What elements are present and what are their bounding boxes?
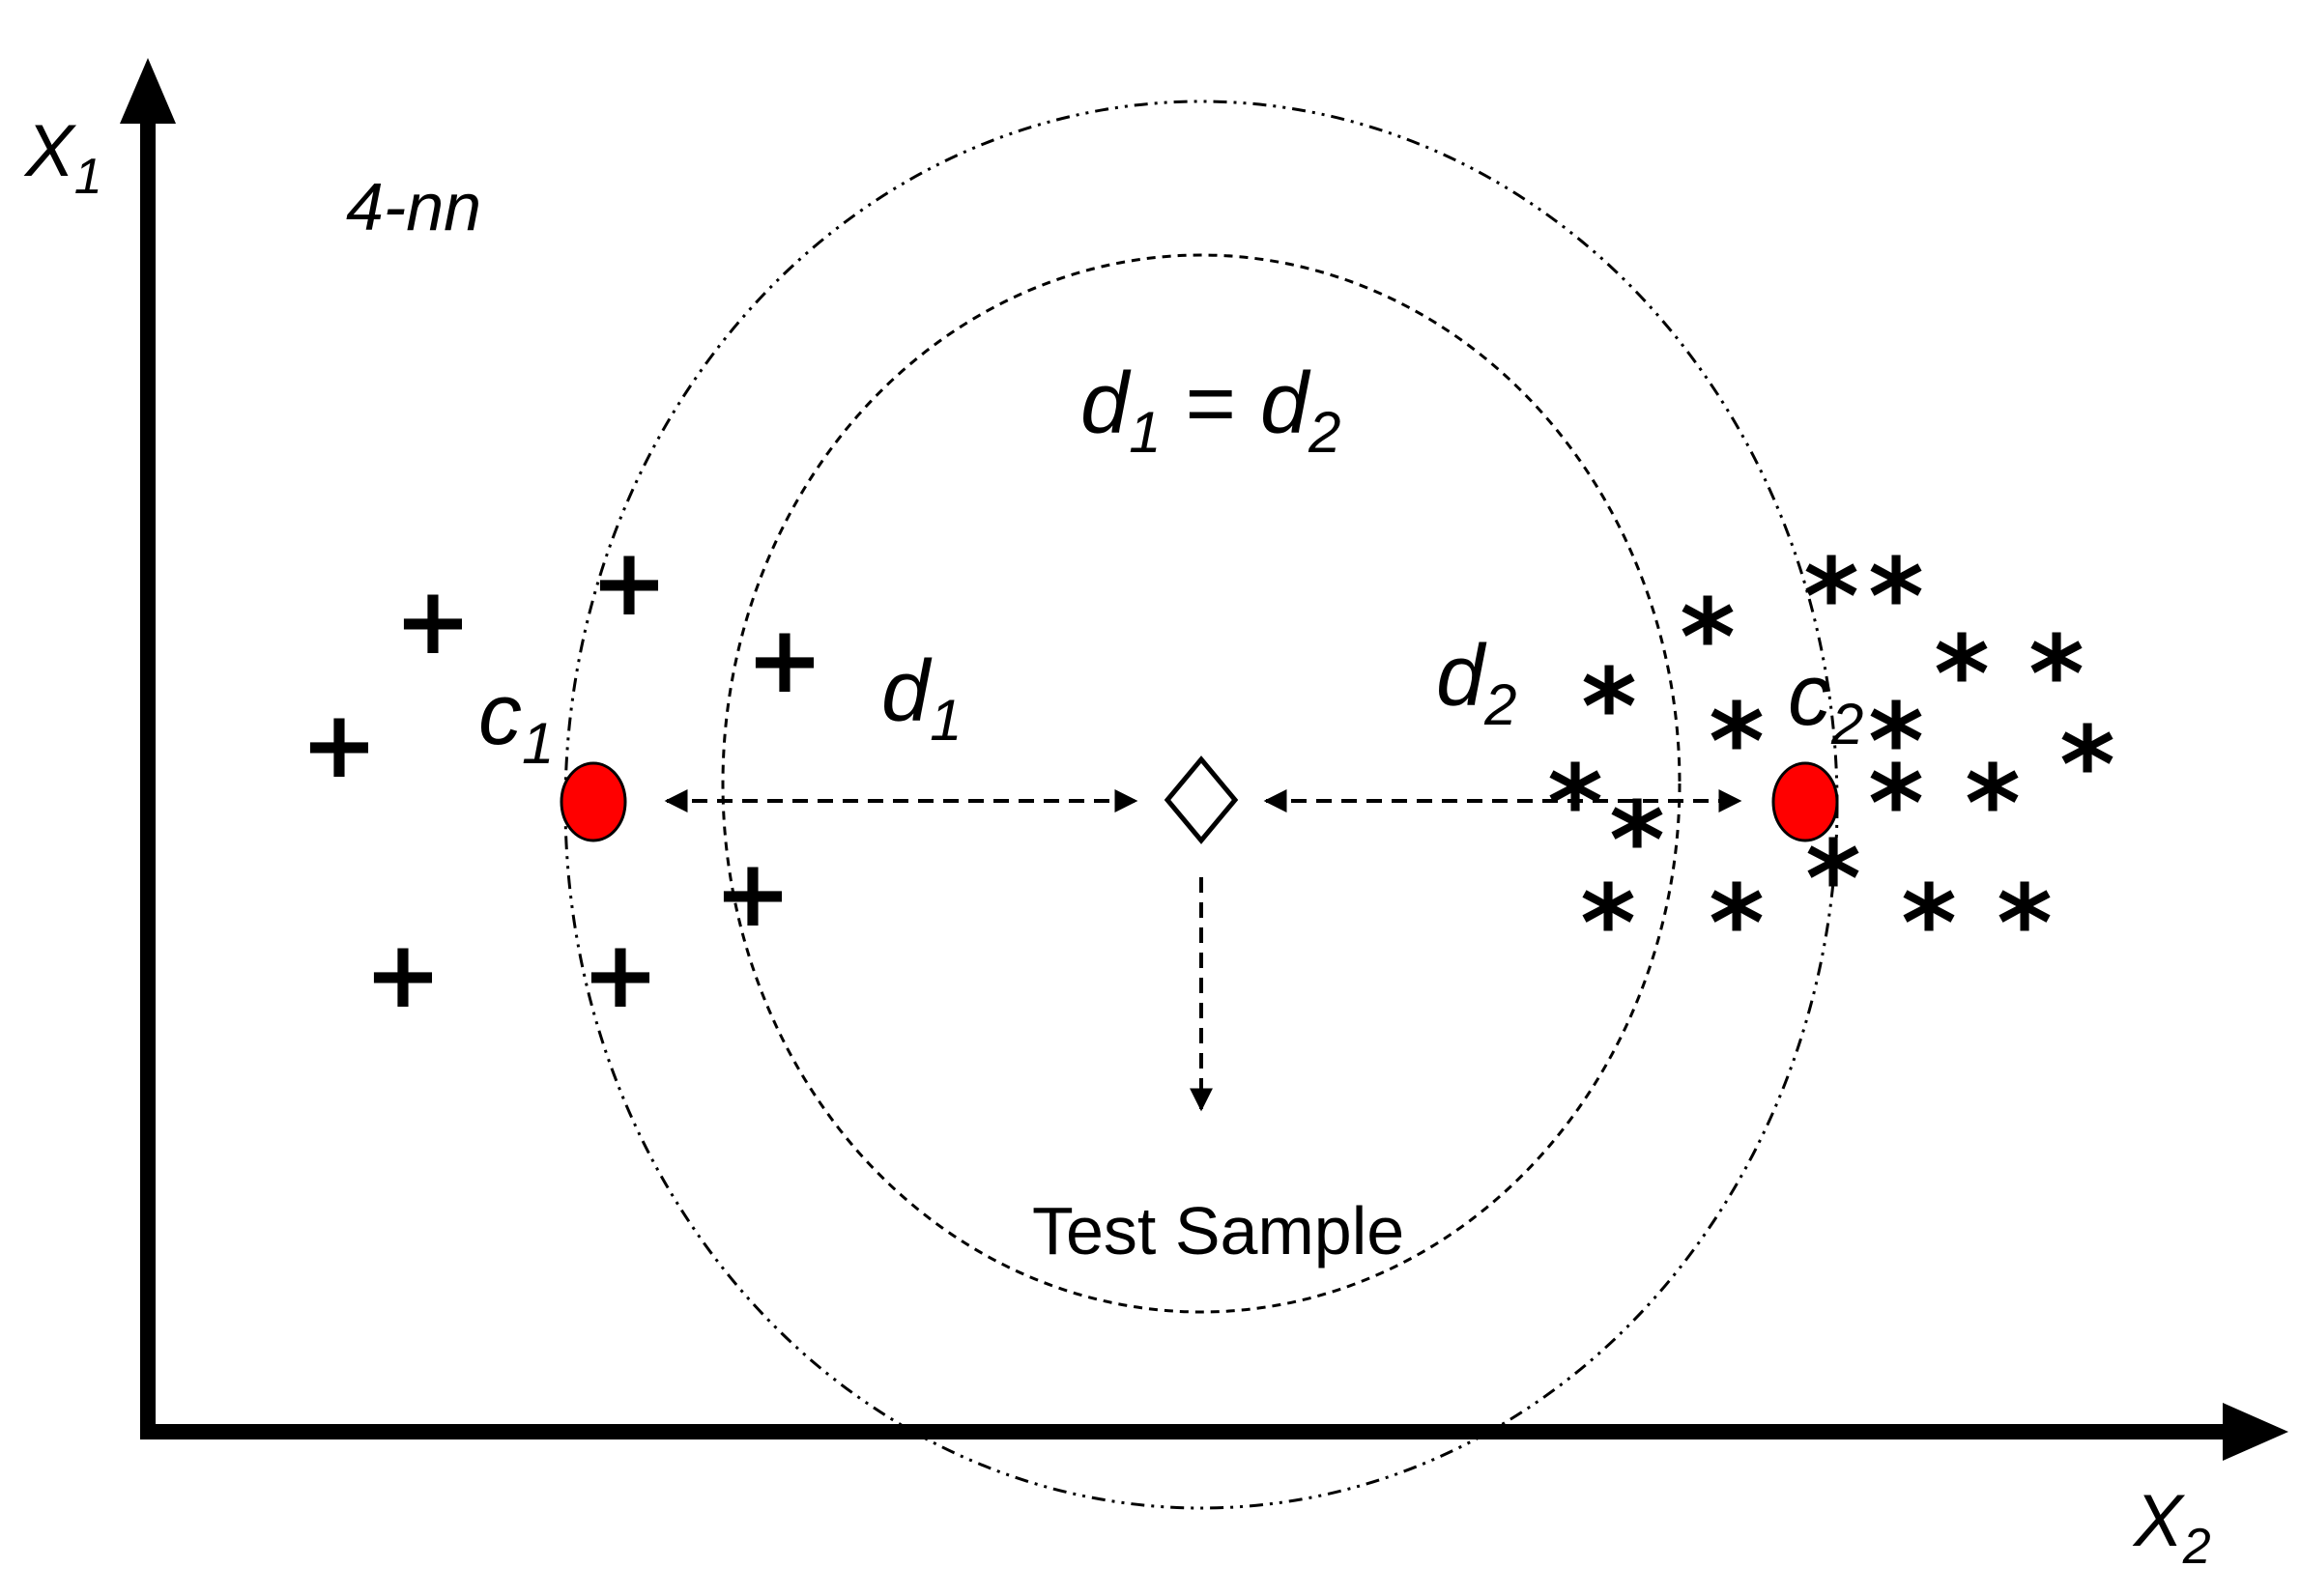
star-point: *: [1997, 862, 2053, 985]
star-point: *: [1580, 862, 1636, 985]
star-point: *: [1805, 817, 1861, 941]
y-axis-arrowhead: [120, 58, 176, 124]
star-point: *: [1709, 680, 1765, 804]
distance-right-label: d2: [1436, 628, 1516, 737]
plus-point: +: [714, 840, 791, 948]
y-axis-label: X1: [23, 110, 102, 205]
method-label: 4-nn: [346, 169, 481, 244]
plus-point: +: [394, 567, 472, 675]
inner-neighborhood-circle: [721, 253, 1682, 1314]
star-point: *: [1680, 576, 1736, 699]
centroid-left-dot: [560, 761, 627, 842]
star-point: *: [1868, 680, 1924, 804]
centroid-left-label: c1: [478, 667, 554, 776]
distance-equation: d1 = d2: [1080, 356, 1340, 465]
star-point: *: [1803, 535, 1859, 659]
x-axis-label: X2: [2132, 1480, 2211, 1575]
test-sample-diamond: [1164, 755, 1239, 844]
centroid-right-label: c2: [1788, 647, 1863, 756]
plus-point: +: [364, 921, 442, 1029]
star-point: *: [1547, 742, 1603, 866]
star-point: *: [1609, 779, 1665, 902]
star-point: *: [1901, 862, 1957, 985]
star-point: *: [2059, 703, 2115, 827]
plus-point: +: [301, 691, 378, 799]
distance-left-label: d1: [881, 643, 962, 753]
star-point: *: [1868, 742, 1924, 866]
star-point: *: [1868, 535, 1924, 659]
star-point: *: [1581, 645, 1637, 769]
class-star-points: * * * * * * * * * * * * * * * * * *: [1547, 535, 2115, 985]
centroid-right-dot: [1771, 761, 1839, 842]
star-point: *: [2028, 613, 2084, 736]
plus-point: +: [590, 528, 668, 637]
plus-point: +: [582, 921, 659, 1029]
star-point: *: [1934, 613, 1990, 736]
class-plus-points: + + + + + + +: [301, 528, 823, 1029]
star-point: *: [1965, 742, 2021, 866]
star-point: *: [1709, 862, 1765, 985]
test-sample-label: Test Sample: [1032, 1193, 1404, 1268]
plus-point: +: [746, 606, 823, 714]
x-axis-arrowhead: [2223, 1403, 2288, 1461]
